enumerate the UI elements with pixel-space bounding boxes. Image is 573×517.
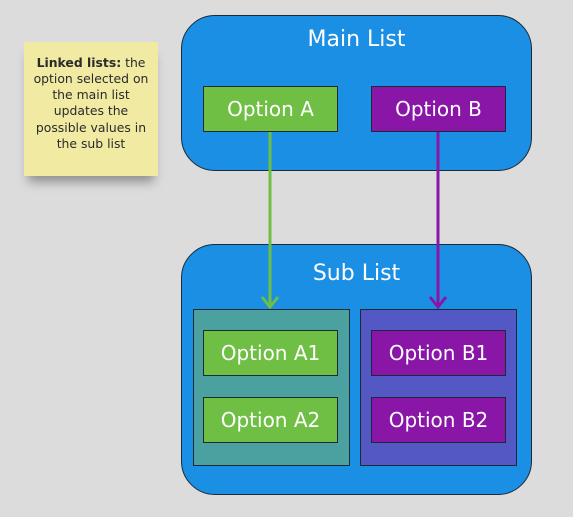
main-option-a[interactable]: Option A <box>203 86 338 132</box>
note-body: the option selected on the main list upd… <box>33 55 149 151</box>
sticky-note: Linked lists: the option selected on the… <box>24 42 158 176</box>
sub-option-b1[interactable]: Option B1 <box>371 330 506 376</box>
sub-list-title: Sub List <box>312 261 401 286</box>
arrow-b-connector <box>428 132 448 310</box>
main-list-title: Main List <box>307 27 406 52</box>
note-title: Linked lists: <box>36 55 122 70</box>
sub-option-a1[interactable]: Option A1 <box>203 330 338 376</box>
sub-option-a2[interactable]: Option A2 <box>203 397 338 443</box>
main-option-b[interactable]: Option B <box>371 86 506 132</box>
sub-option-b2[interactable]: Option B2 <box>371 397 506 443</box>
arrow-a-connector <box>260 132 280 310</box>
